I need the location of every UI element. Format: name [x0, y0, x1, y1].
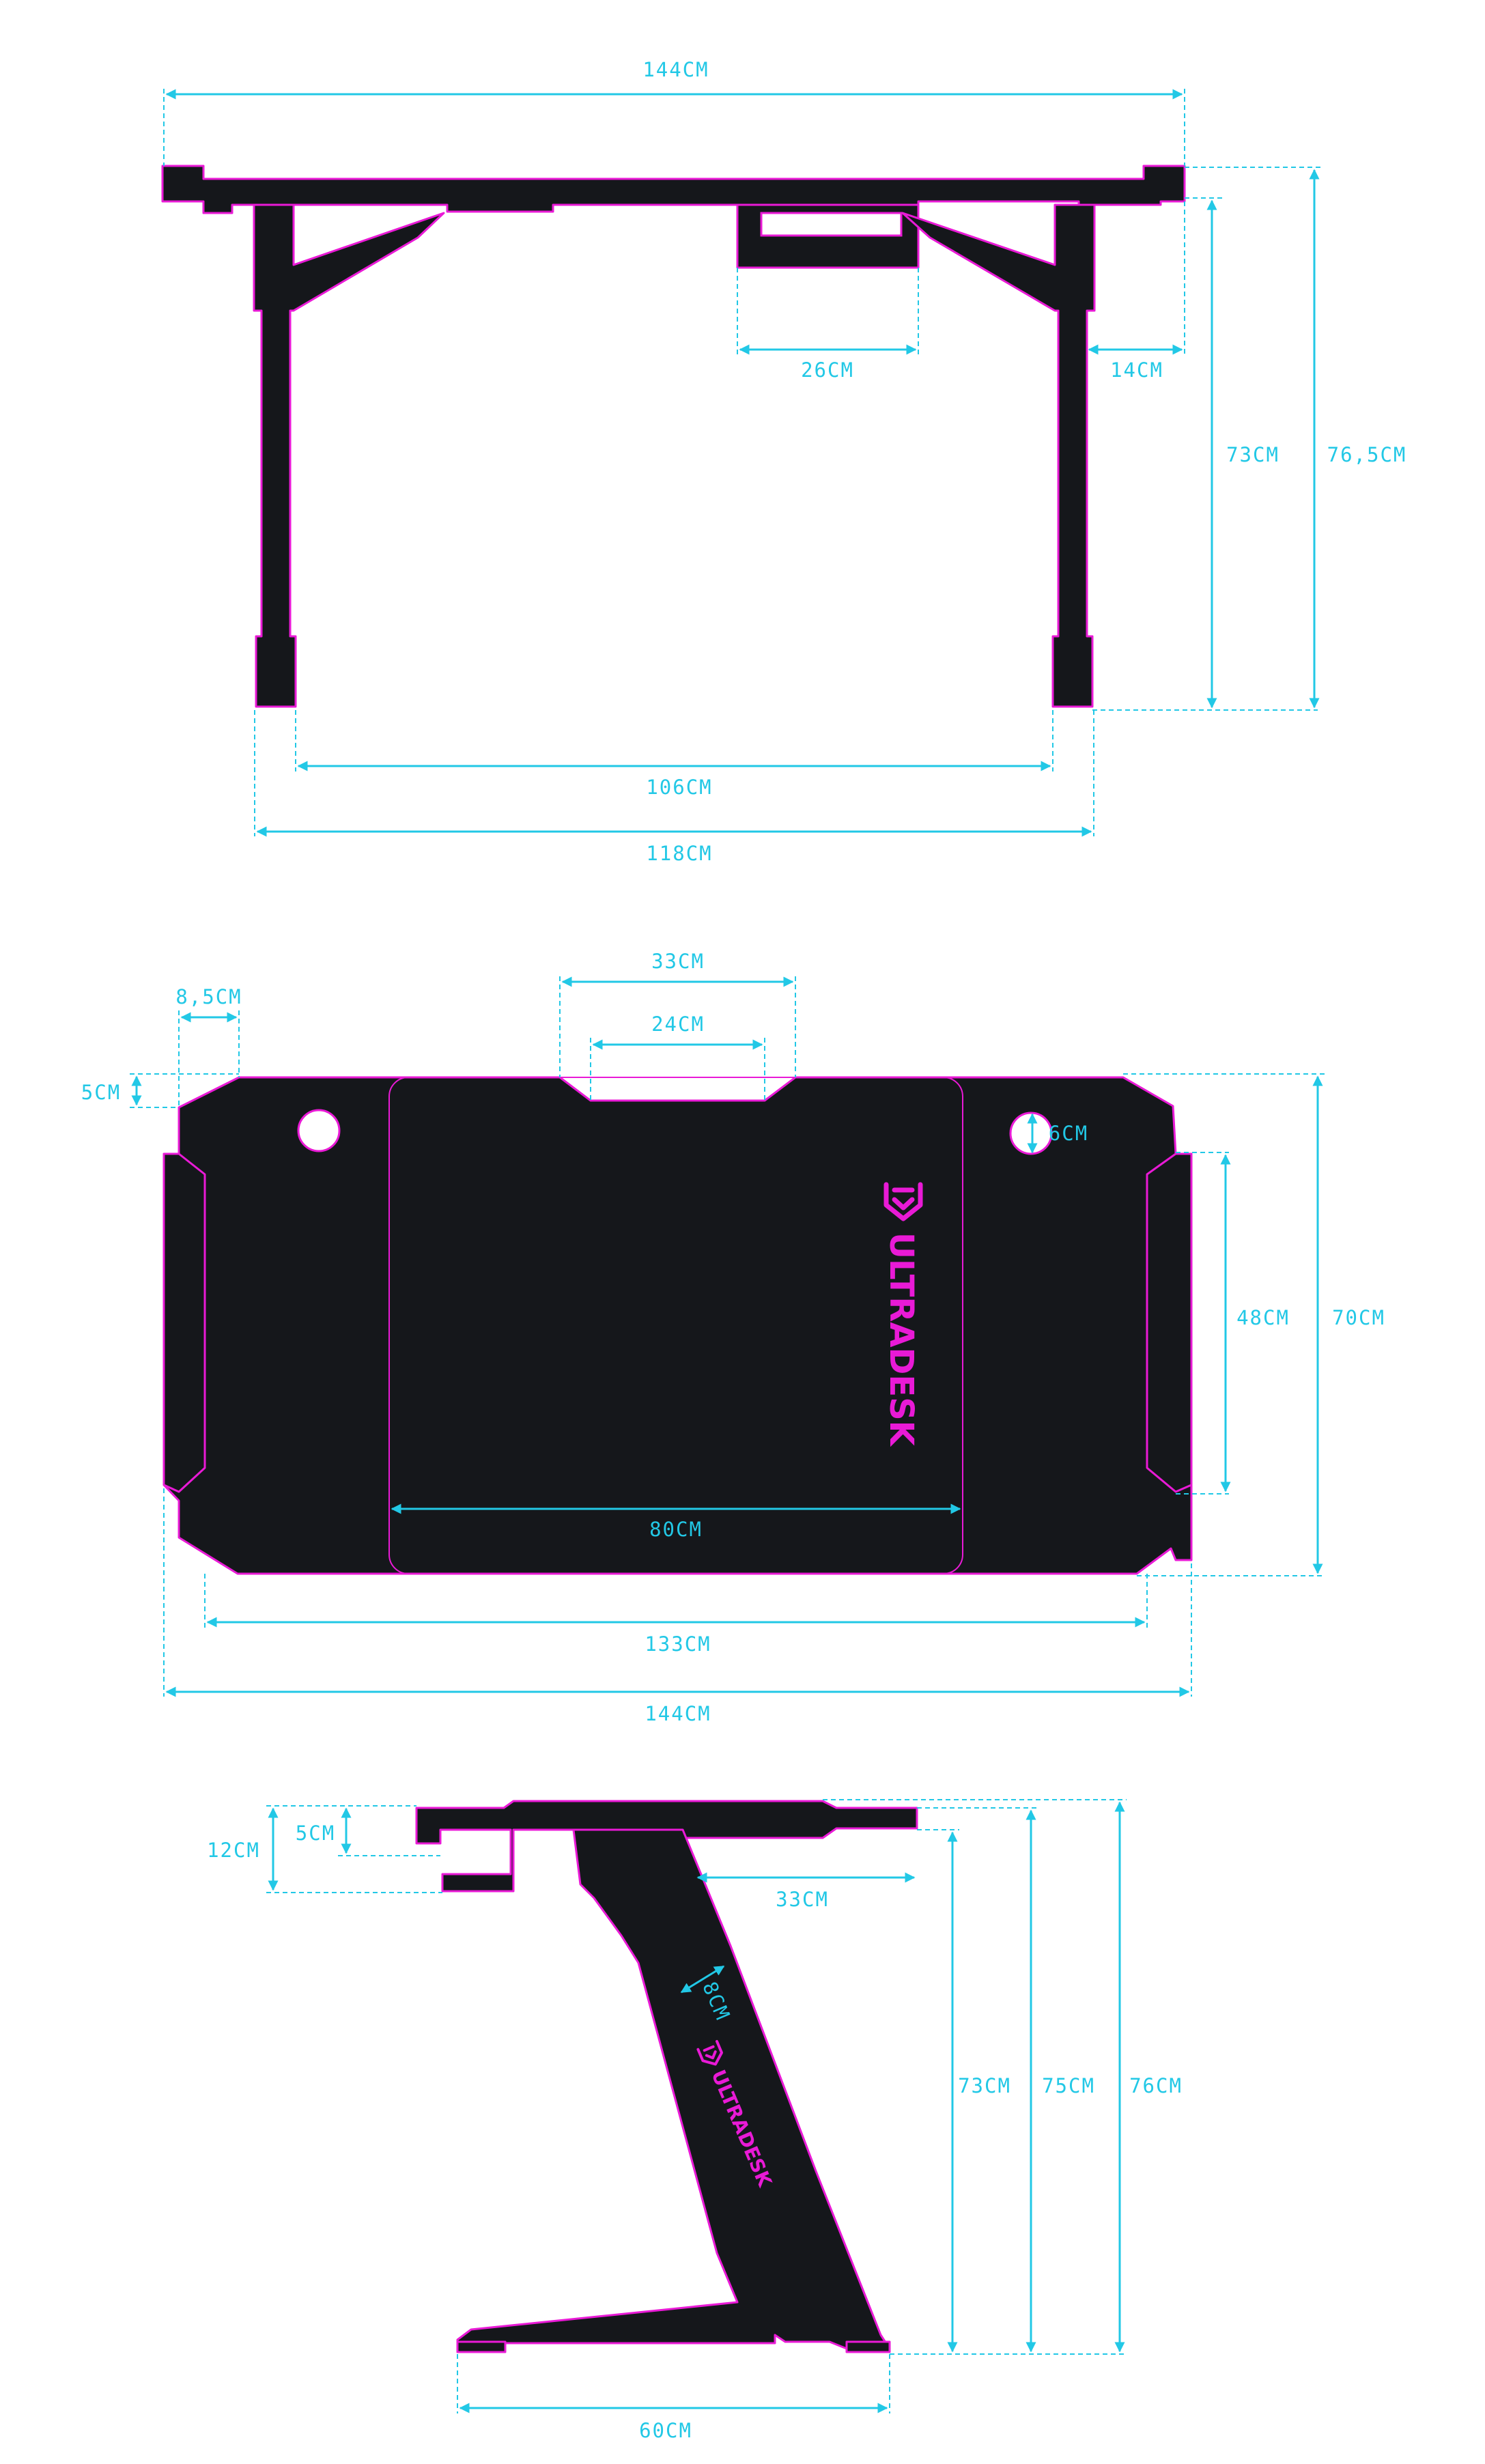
side-leg-height-label: 73CM [958, 2074, 1011, 2097]
front-right-leg [901, 203, 1096, 708]
corner-width-label: 8,5CM [175, 985, 242, 1008]
overhang-label: 33CM [776, 1888, 829, 1911]
front-view: 144CM 26CM 14CM 73CM 76,5CM 106CM 118CM [161, 58, 1407, 865]
top-brand-logo: ULTRADESK [882, 1182, 923, 1447]
notch-inner-label: 24CM [651, 1012, 705, 1036]
notch-outer-label: 33CM [651, 950, 705, 973]
side-mid-height-label: 75CM [1042, 2074, 1095, 2097]
front-edge-label: 133CM [645, 1632, 711, 1656]
side-total-height-label: 76CM [1129, 2074, 1183, 2097]
mousepad-width-label: 80CM [649, 1518, 703, 1541]
inner-span-label: 106CM [646, 776, 712, 799]
hook-inner-label: 5CM [296, 1822, 335, 1845]
front-drawer-handle [760, 212, 903, 237]
drawer-width-label: 26CM [801, 358, 854, 382]
top-right-flap [1146, 1152, 1193, 1493]
left-cable-hole [297, 1109, 341, 1152]
outer-span-label: 118CM [646, 842, 712, 865]
top-total-width-label: 144CM [645, 1702, 711, 1725]
front-total-height-label: 76,5CM [1327, 443, 1407, 466]
foot-length-label: 60CM [639, 2419, 692, 2442]
top-left-flap [162, 1152, 206, 1493]
top-logo-mark [883, 1182, 923, 1221]
mousepad [388, 1077, 963, 1574]
side-depth-label: 14CM [1110, 358, 1163, 382]
side-panel-label: 48CM [1236, 1306, 1290, 1329]
total-depth-label: 70CM [1332, 1306, 1385, 1329]
front-desktop [161, 165, 1186, 214]
side-logo-mark [696, 2040, 724, 2066]
side-leg [456, 1828, 891, 2353]
top-brand-name: ULTRADESK [882, 1232, 920, 1447]
hole-diameter-label: 6CM [1049, 1122, 1088, 1145]
right-cable-hole [1009, 1111, 1053, 1155]
side-view: ULTRADESK 8CM 12CM 5CM 33CM 73CM 75CM 76… [207, 1799, 1183, 2442]
front-leg-height-label: 73CM [1226, 443, 1279, 466]
corner-depth-label: 5CM [81, 1081, 121, 1104]
front-left-leg [253, 203, 445, 708]
front-width-label: 144CM [642, 58, 709, 81]
side-rear-foot [456, 2340, 507, 2353]
side-front-foot [845, 2340, 891, 2353]
top-view: ULTRADESK 33CM 24CM 8,5CM 5CM 6CM 48CM [81, 950, 1385, 1725]
hook-total-label: 12CM [207, 1839, 260, 1862]
